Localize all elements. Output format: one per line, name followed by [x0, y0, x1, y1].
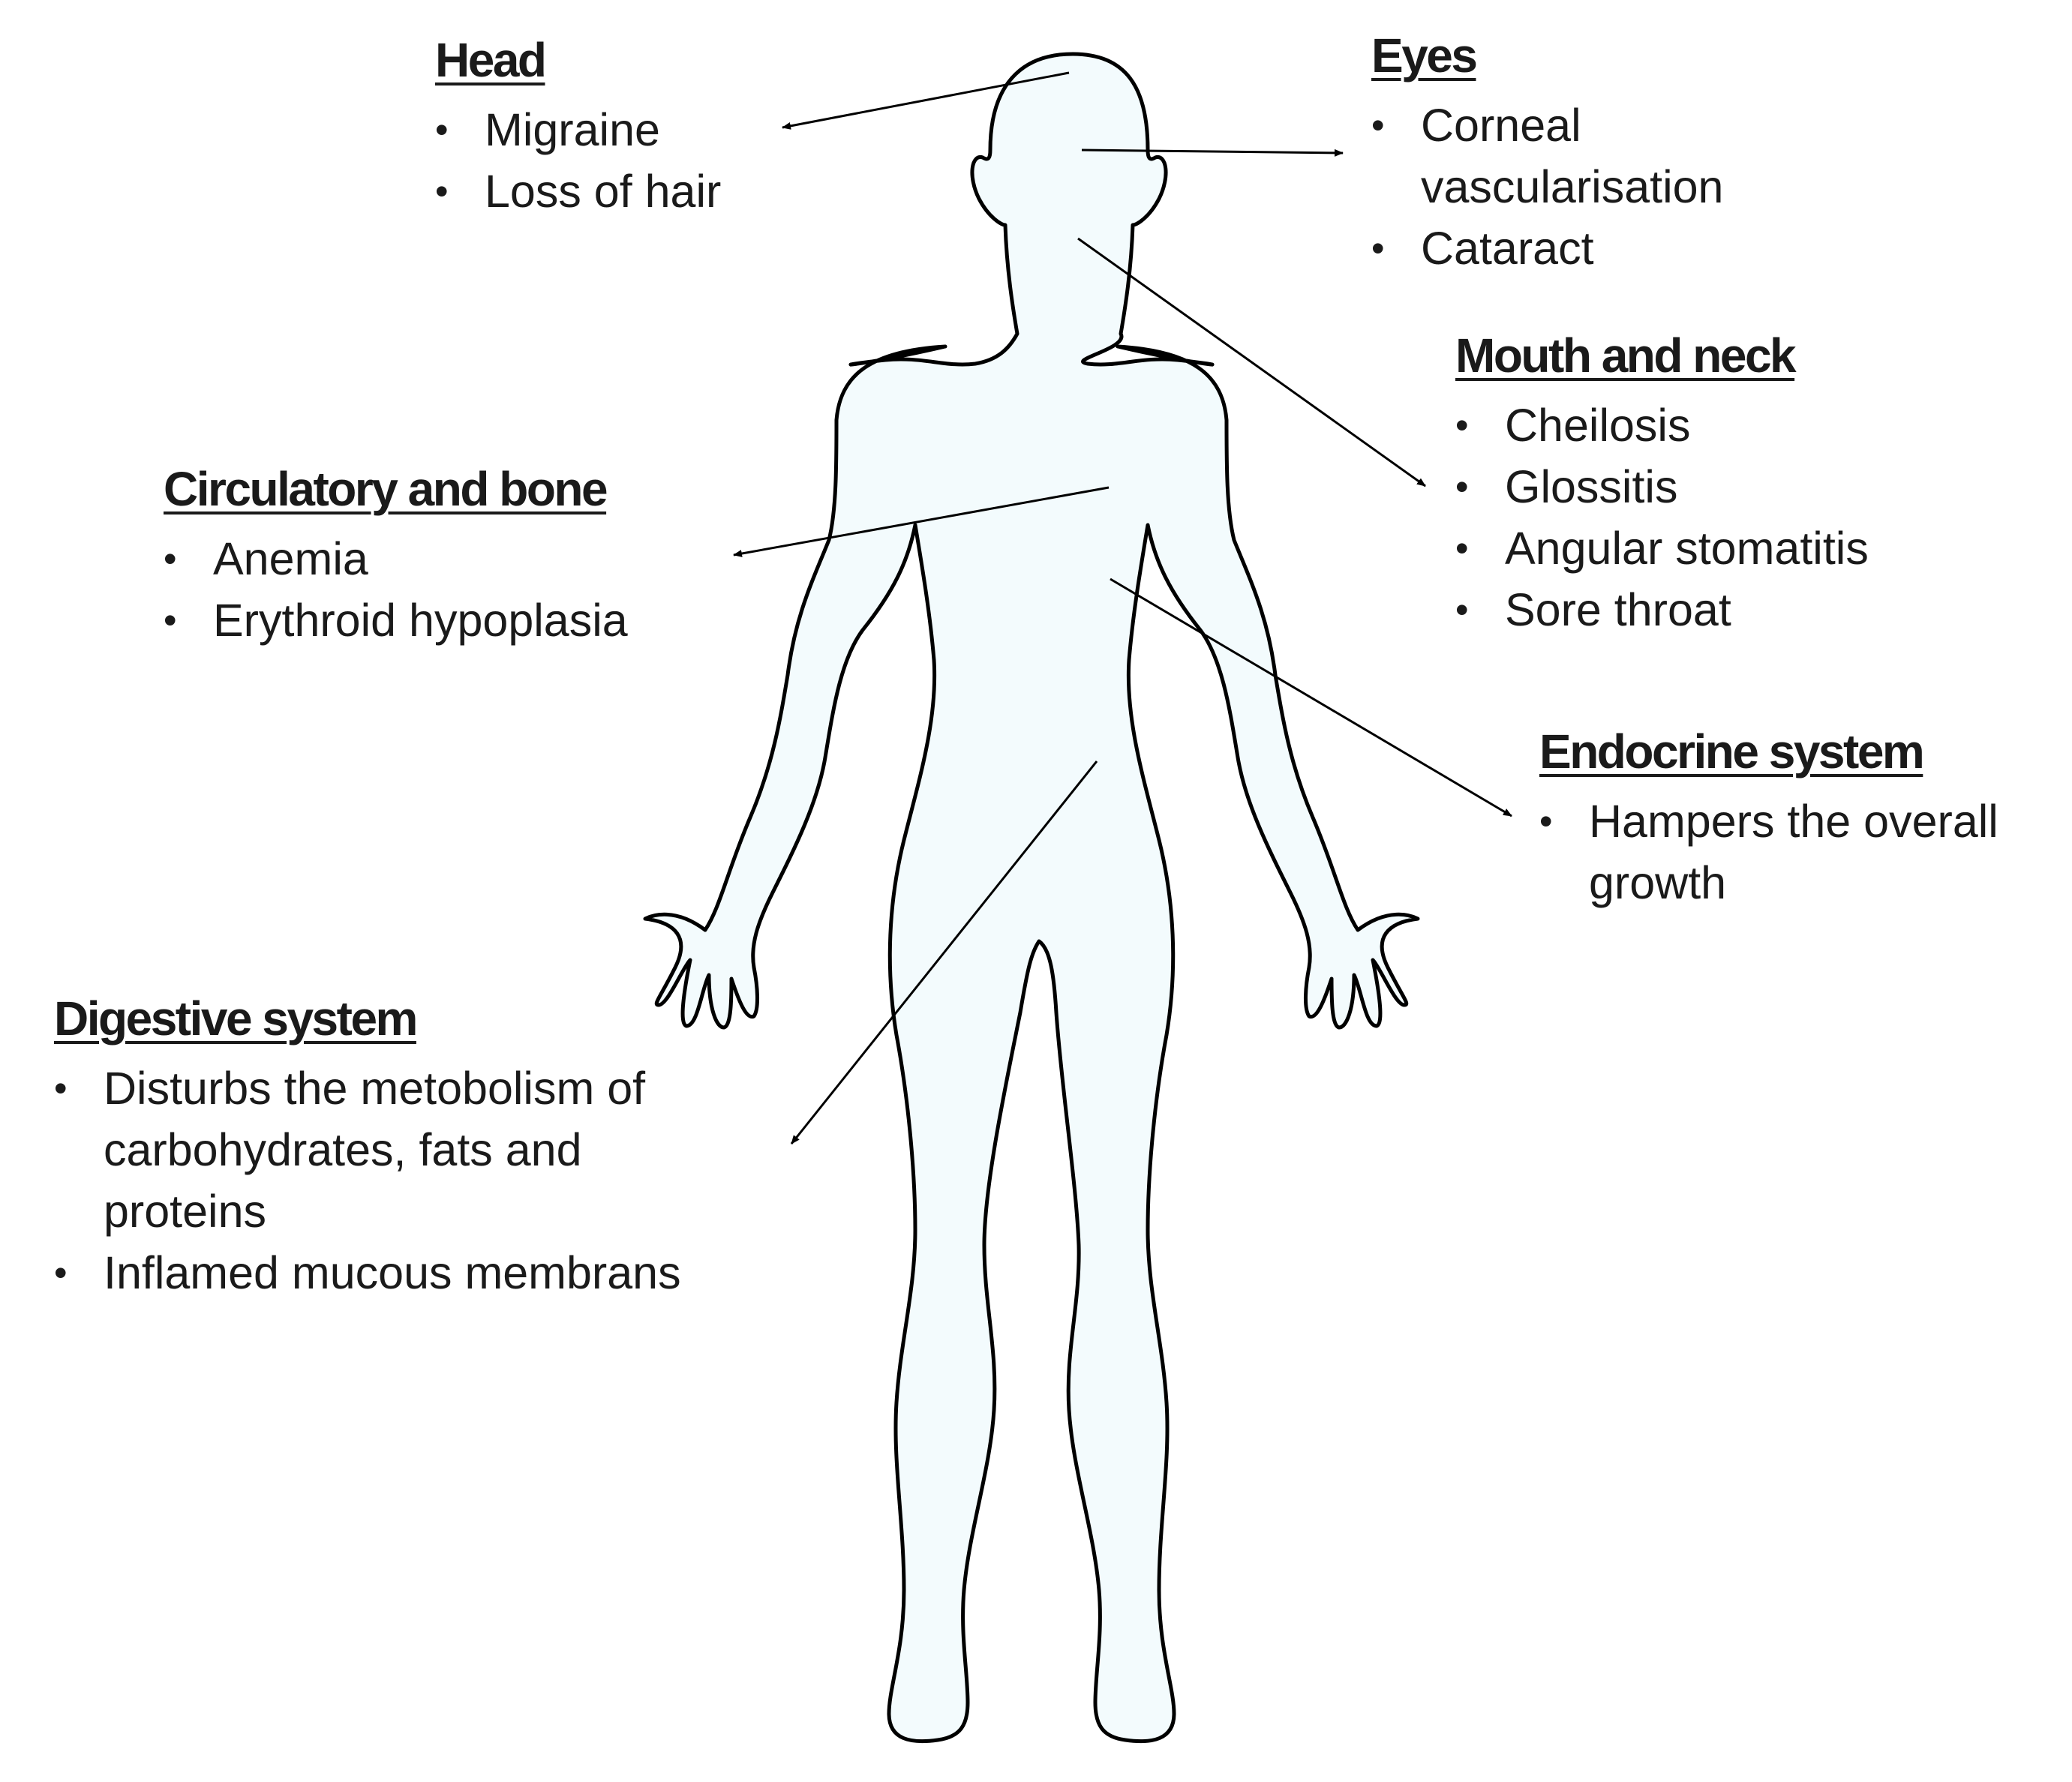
bullet-icon: •	[1371, 104, 1385, 146]
arrow-head-icon	[782, 71, 1070, 130]
arrows-group	[733, 71, 1512, 1144]
bullet-icon: •	[54, 1252, 68, 1294]
list-item: •Erythroid hypoplasia	[164, 590, 628, 651]
bullet-icon: •	[1455, 404, 1469, 446]
list-item: •Migraine	[435, 99, 721, 160]
arrow-circulatory-icon	[733, 486, 1110, 557]
list-item: •Loss of hair	[435, 160, 721, 222]
bullet-icon: •	[1539, 800, 1553, 842]
label-head: Head •Migraine •Loss of hair	[435, 36, 721, 222]
label-mouth-list: •Cheilosis •Glossitis •Angular stomatiti…	[1455, 394, 1869, 640]
label-endocrine-title: Endocrine system	[1539, 724, 1925, 778]
label-eyes-title: Eyes	[1371, 28, 1478, 82]
arrow-mouth-neck-icon	[1077, 237, 1426, 488]
bullet-icon: •	[435, 170, 449, 212]
label-head-title: Head	[435, 33, 547, 87]
bullet-icon: •	[164, 599, 177, 641]
bullet-icon: •	[1455, 466, 1469, 508]
bullet-icon: •	[164, 538, 177, 580]
label-head-list: •Migraine •Loss of hair	[435, 99, 721, 222]
list-item: •Anemia	[164, 528, 628, 590]
label-digestive-system: Digestive system •Disturbs the metobolis…	[54, 994, 681, 1304]
bullet-icon: •	[54, 1067, 68, 1109]
bullet-icon: •	[1455, 527, 1469, 569]
bullet-icon: •	[1455, 589, 1469, 631]
label-circulatory-title: Circulatory and bone	[164, 462, 608, 516]
label-circulatory-list: •Anemia •Erythroid hypoplasia	[164, 528, 628, 651]
label-digestive-title: Digestive system	[54, 992, 418, 1046]
arrow-eyes-icon	[1081, 148, 1344, 157]
list-item: •Cheilosis	[1455, 394, 1869, 456]
list-item: •Sore throat	[1455, 579, 1869, 640]
arrow-endocrine-icon	[1110, 578, 1512, 818]
arrow-digestive-icon	[790, 760, 1098, 1144]
human-body-outline-icon	[643, 52, 1420, 1744]
bullet-icon: •	[435, 109, 449, 151]
list-item: •Angular stomatitis	[1455, 518, 1869, 579]
list-item: •Glossitis	[1455, 456, 1869, 518]
label-mouth-and-neck: Mouth and neck •Cheilosis •Glossitis •An…	[1455, 332, 1869, 640]
label-mouth-title: Mouth and neck	[1455, 328, 1797, 382]
list-item: •Cataract	[1371, 218, 1723, 279]
bullet-icon: •	[1371, 227, 1385, 269]
list-item: •Inflamed mucous membrans	[54, 1242, 681, 1304]
label-circulatory-and-bone: Circulatory and bone •Anemia •Erythroid …	[164, 465, 628, 651]
